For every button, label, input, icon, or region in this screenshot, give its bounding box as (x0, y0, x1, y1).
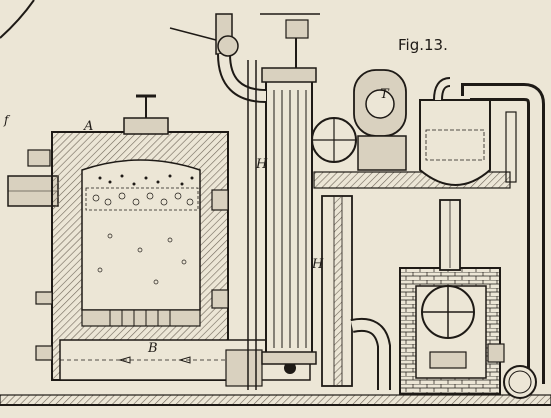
label-a: A (83, 119, 93, 134)
figure-caption: Fig.13. (398, 36, 448, 54)
digester-vessel (35, 94, 229, 381)
left-inlet-pipe (7, 149, 59, 207)
tube-condenser-column (169, 13, 320, 365)
label-t: T (380, 87, 390, 102)
label-h-upper: H (255, 157, 268, 172)
corner-arc (0, 0, 35, 39)
middle-return-pipe (321, 195, 391, 390)
floor (0, 394, 551, 406)
brick-furnace (399, 199, 505, 395)
label-margin-letter: f (3, 113, 11, 127)
label-b: B (147, 341, 158, 356)
cooling-basin (419, 77, 545, 399)
label-h-lower: H (311, 257, 324, 272)
